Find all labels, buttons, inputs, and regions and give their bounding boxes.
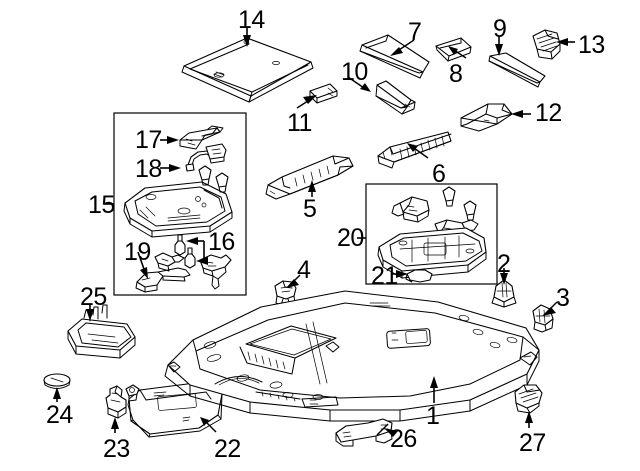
leader-25 (86, 304, 94, 321)
group-box-20 (365, 183, 498, 285)
callout-label-26[interactable]: 26 (390, 425, 417, 453)
part-sun-visor-hook-23 (105, 385, 127, 419)
callout-label-16[interactable]: 16 (208, 228, 235, 256)
part-maplamp-housing-20 (377, 227, 487, 279)
part-roof-side-rail-garnish-5 (265, 155, 354, 200)
leader-17 (160, 136, 179, 144)
callout-label-5[interactable]: 5 (303, 195, 317, 223)
leader-21 (392, 270, 408, 278)
callout-label-13[interactable]: 13 (578, 31, 605, 59)
callout-label-12[interactable]: 12 (535, 99, 562, 127)
leader-2 (500, 268, 508, 285)
callout-label-10[interactable]: 10 (341, 58, 368, 86)
callout-label-2[interactable]: 2 (497, 250, 511, 278)
callout-label-9[interactable]: 9 (493, 15, 507, 43)
part-roof-trim-clip-11 (309, 83, 338, 104)
callout-label-27[interactable]: 27 (519, 429, 546, 457)
callout-label-20[interactable]: 20 (337, 224, 364, 252)
callout-label-6[interactable]: 6 (432, 160, 446, 188)
leader-11 (296, 95, 317, 109)
part-retainer-clip-27 (514, 384, 543, 414)
part-console-handle-18 (185, 143, 227, 172)
callout-label-18[interactable]: 18 (135, 155, 162, 183)
callout-label-24[interactable]: 24 (46, 401, 73, 429)
callout-label-15[interactable]: 15 (88, 191, 115, 219)
leader-9 (495, 36, 503, 56)
part-assist-grip-26 (335, 418, 393, 447)
leader-13 (556, 38, 575, 46)
leader-12 (511, 110, 531, 118)
part-console-bulb-lower (184, 247, 196, 269)
part-console-bracket-17 (179, 125, 224, 150)
part-roof-trim-strip-9 (488, 52, 546, 88)
leader-27 (525, 411, 533, 428)
part-roof-trim-clip-8 (435, 37, 472, 62)
part-console-clip-a (198, 165, 212, 186)
leader-22 (200, 417, 217, 433)
part-roof-headliner-1 (164, 290, 540, 422)
part-console-bulb-upper (174, 234, 186, 256)
part-sunroof-sunshade-panel (181, 37, 314, 103)
part-retainer-clip-2 (491, 279, 517, 308)
leader-16 (186, 237, 208, 265)
callout-label-21[interactable]: 21 (371, 262, 398, 290)
callout-label-23[interactable]: 23 (103, 435, 130, 463)
leader-10 (347, 76, 371, 92)
callout-label-8[interactable]: 8 (449, 60, 463, 88)
part-dome-lamp-lens-25 (67, 304, 136, 359)
callout-label-25[interactable]: 25 (80, 283, 107, 311)
leader-26 (376, 423, 398, 437)
part-roof-trim-piece-10 (375, 80, 416, 115)
callout-label-7[interactable]: 7 (408, 18, 422, 46)
leader-4 (286, 274, 301, 288)
leader-14 (243, 28, 251, 47)
part-visor-cap-plug-24 (43, 373, 71, 389)
part-sun-visor-22 (125, 381, 223, 438)
leader-8 (448, 46, 467, 59)
part-maplamp-clip-c (463, 200, 477, 221)
callout-label-19[interactable]: 19 (124, 238, 151, 266)
part-maplamp-clip-a (391, 196, 430, 223)
leader-3 (542, 301, 558, 316)
part-maplamp-clip-b (442, 186, 456, 207)
callout-label-22[interactable]: 22 (214, 435, 241, 463)
part-console-clip-b (215, 172, 229, 193)
leader-18 (160, 164, 181, 172)
callout-label-4[interactable]: 4 (297, 256, 311, 284)
callout-label-11[interactable]: 11 (287, 109, 312, 137)
callout-label-14[interactable]: 14 (238, 6, 265, 34)
callout-label-3[interactable]: 3 (556, 284, 570, 312)
leader-24 (53, 387, 61, 402)
leader-19 (137, 251, 148, 279)
part-maplamp-bulb-21 (405, 269, 433, 283)
callout-label-1[interactable]: 1 (426, 402, 440, 430)
leader-23 (111, 417, 119, 433)
callout-label-17[interactable]: 17 (135, 126, 162, 154)
leader-7 (390, 39, 415, 56)
part-console-switch-19 (135, 252, 191, 293)
leader-6 (407, 143, 429, 159)
part-retainer-clip-13 (532, 29, 561, 60)
part-retainer-clip-12 (460, 103, 513, 132)
leader-1 (430, 376, 438, 403)
part-overhead-console-15 (123, 181, 233, 238)
leader-5 (308, 180, 316, 197)
